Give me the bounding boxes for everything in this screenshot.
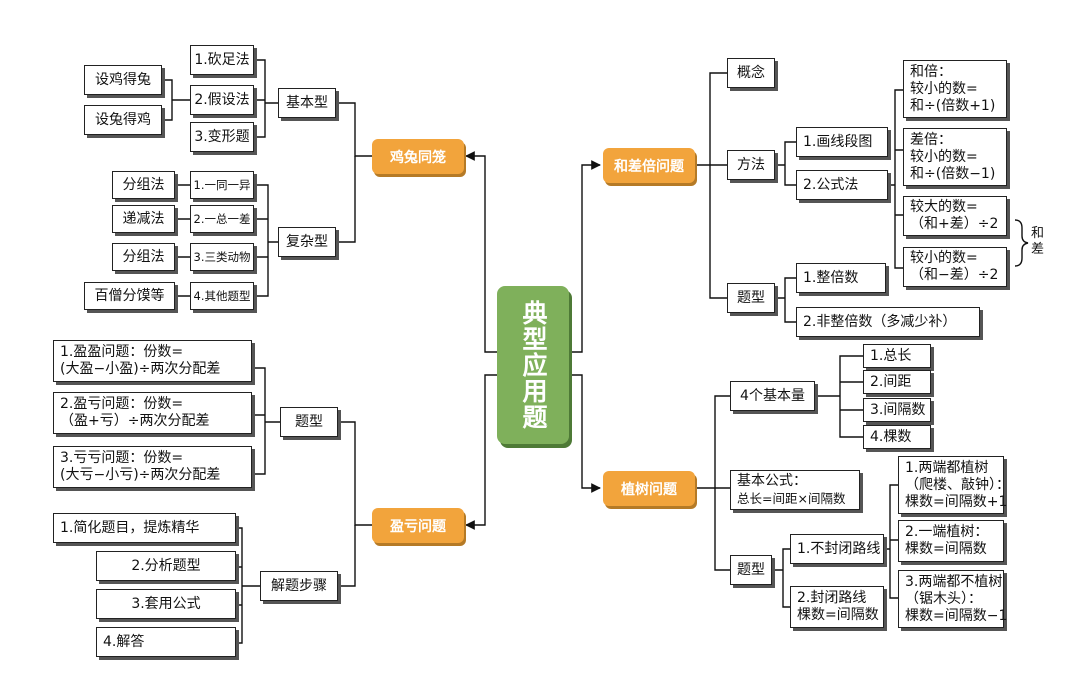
profit-type-1: 1.盈盈问题：份数=(大盈−小盈)÷两次分配差 — [53, 340, 252, 382]
complex-method-3: 3.三类动物 — [190, 243, 254, 271]
method-assume: 2.假设法 — [190, 85, 254, 115]
smaller-number-formula: 较小的数=（和−差）÷2 — [903, 247, 1007, 287]
sum-diff-brace-label: 和差 — [1031, 226, 1045, 257]
quantity-spacing: 2.间距 — [863, 370, 931, 394]
whole-multiple: 1.整倍数 — [796, 263, 886, 293]
assume-rabbit: 设兔得鸡 — [84, 105, 162, 135]
diff-multiple-formula: 差倍：较小的数=和÷(倍数−1) — [903, 128, 1007, 186]
complex-method-4: 4.其他题型 — [190, 282, 254, 310]
chicken-rabbit-node: 鸡兔同笼 — [372, 139, 464, 174]
larger-number-formula: 较大的数=（和+差）÷2 — [903, 196, 1007, 236]
complex-sub-1: 分组法 — [112, 171, 175, 199]
basic-type-node: 基本型 — [278, 88, 336, 118]
closed-route-node: 2.封闭路线棵数=间隔数 — [790, 586, 884, 628]
quantity-trees: 4.棵数 — [863, 425, 931, 449]
open-route-node: 1.不封闭路线 — [790, 534, 884, 564]
basic-formula-node: 基本公式：总长=间距×间隔数 — [730, 470, 860, 510]
line-diagram-method: 1.画线段图 — [796, 127, 888, 157]
step-2: 2.分析题型 — [96, 551, 236, 581]
profit-loss-node: 盈亏问题 — [372, 508, 464, 543]
assume-chicken: 设鸡得兔 — [84, 65, 162, 95]
sum-diff-node: 和差倍问题 — [603, 148, 695, 183]
profit-types-node: 题型 — [280, 407, 338, 437]
profit-type-2: 2.盈亏问题：份数=（盈+亏）÷两次分配差 — [53, 392, 252, 434]
quantity-intervals: 3.间隔数 — [863, 398, 931, 422]
center-topic: 典型应用题 — [497, 286, 569, 444]
method-node: 方法 — [727, 150, 775, 180]
solve-steps-node: 解题步骤 — [260, 571, 338, 601]
no-ends-planted: 3.两端都不植树（锯木头）：棵数=间隔数−1 — [898, 570, 1007, 628]
tree-planting-node: 植树问题 — [603, 471, 695, 506]
complex-sub-3: 分组法 — [112, 243, 175, 271]
quantity-total-length: 1.总长 — [863, 344, 931, 368]
complex-sub-2: 递减法 — [112, 205, 175, 233]
sumdiff-types-node: 题型 — [727, 283, 775, 313]
profit-type-3: 3.亏亏问题：份数=(大亏−小亏)÷两次分配差 — [53, 446, 252, 488]
formula-method: 2.公式法 — [796, 170, 888, 200]
method-variant: 3.变形题 — [190, 122, 254, 152]
step-3: 3.套用公式 — [96, 589, 236, 619]
non-whole-multiple: 2.非整倍数（多减少补） — [796, 307, 980, 337]
complex-type-node: 复杂型 — [278, 227, 336, 257]
both-ends-planted: 1.两端都植树（爬楼、敲钟）：棵数=间隔数+1 — [898, 456, 1010, 514]
method-cut-feet: 1.砍足法 — [190, 45, 254, 75]
step-1: 1.简化题目，提炼精华 — [53, 513, 236, 543]
complex-method-1: 1.一同一异 — [190, 171, 254, 199]
complex-method-2: 2.一总一差 — [190, 205, 254, 233]
complex-sub-4: 百僧分馍等 — [84, 282, 175, 310]
concept-node: 概念 — [727, 58, 775, 88]
step-4: 4.解答 — [96, 627, 236, 657]
one-end-planted: 2.一端植树：棵数=间隔数 — [898, 520, 1004, 562]
basic-quantities-node: 4个基本量 — [730, 381, 815, 411]
sum-multiple-formula: 和倍：较小的数=和÷(倍数+1) — [903, 60, 1007, 118]
tree-types-node: 题型 — [730, 555, 772, 585]
